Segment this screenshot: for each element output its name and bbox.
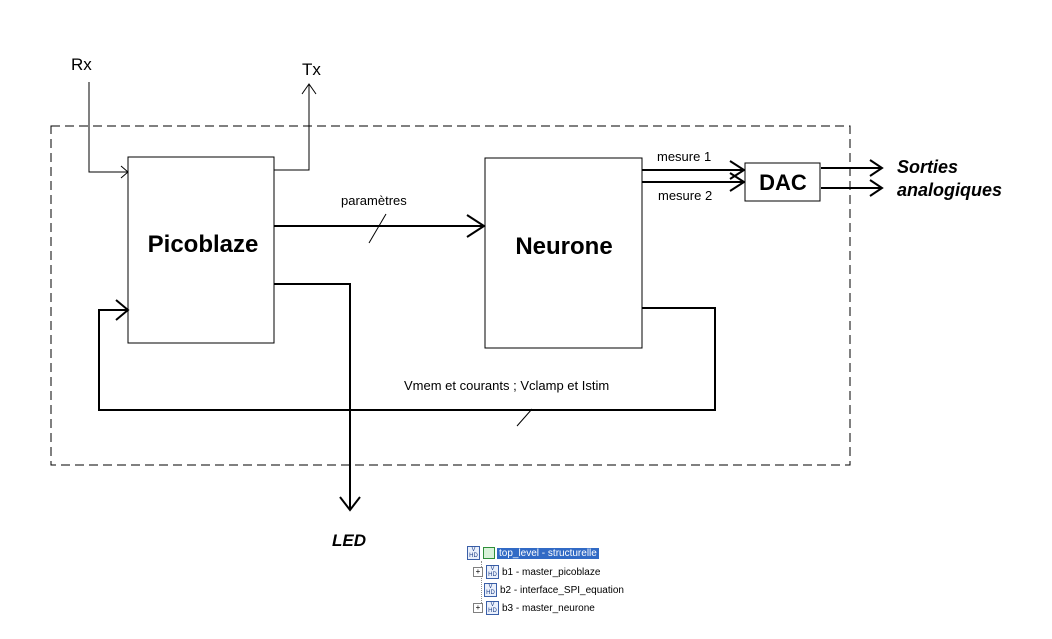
expand-icon[interactable]: + [473,567,483,577]
tx-line [274,84,310,171]
feedback-arrowhead [115,299,130,321]
feedback-label: Vmem et courants ; Vclamp et Istim [404,378,609,393]
analog-out-1-arrowhead [869,159,884,177]
tree-item-label: b2 - interface_SPI_equation [500,584,624,596]
tree-item-label: b3 - master_neurone [502,602,595,614]
feedback-bus-slash [516,408,533,427]
parametres-bus-slash [368,213,387,244]
expand-icon[interactable]: + [473,603,483,613]
analog-out-2-arrowhead [869,179,884,197]
mesure1-label: mesure 1 [657,149,711,164]
parametres-label: paramètres [341,193,407,208]
sorties-label: Sorties [897,157,958,177]
mesure2-arrowhead [729,172,746,192]
rx-label: Rx [71,55,92,74]
mesure2-label: mesure 2 [658,188,712,203]
structure-icon [483,547,495,559]
rx-line [88,82,128,173]
neurone-block [484,157,643,349]
neurone-label: Neurone [515,233,612,260]
parametres-arrowhead [466,214,486,238]
led-line [274,283,351,510]
tx-arrowhead [301,83,317,95]
dac-block [744,162,821,202]
tree-root-label: top_level - structurelle [497,547,599,559]
analogiques-label: analogiques [897,180,1002,200]
dac-label: DAC [759,170,807,195]
picoblaze-label: Picoblaze [148,231,259,258]
led-label: LED [332,531,366,550]
led-arrowhead [339,496,361,512]
feedback-bus [98,307,716,411]
system-boundary [50,125,851,466]
picoblaze-block [127,156,275,344]
tx-label: Tx [302,60,321,79]
tree-item-label: b1 - master_picoblaze [502,566,601,578]
tree-connector [481,561,482,611]
